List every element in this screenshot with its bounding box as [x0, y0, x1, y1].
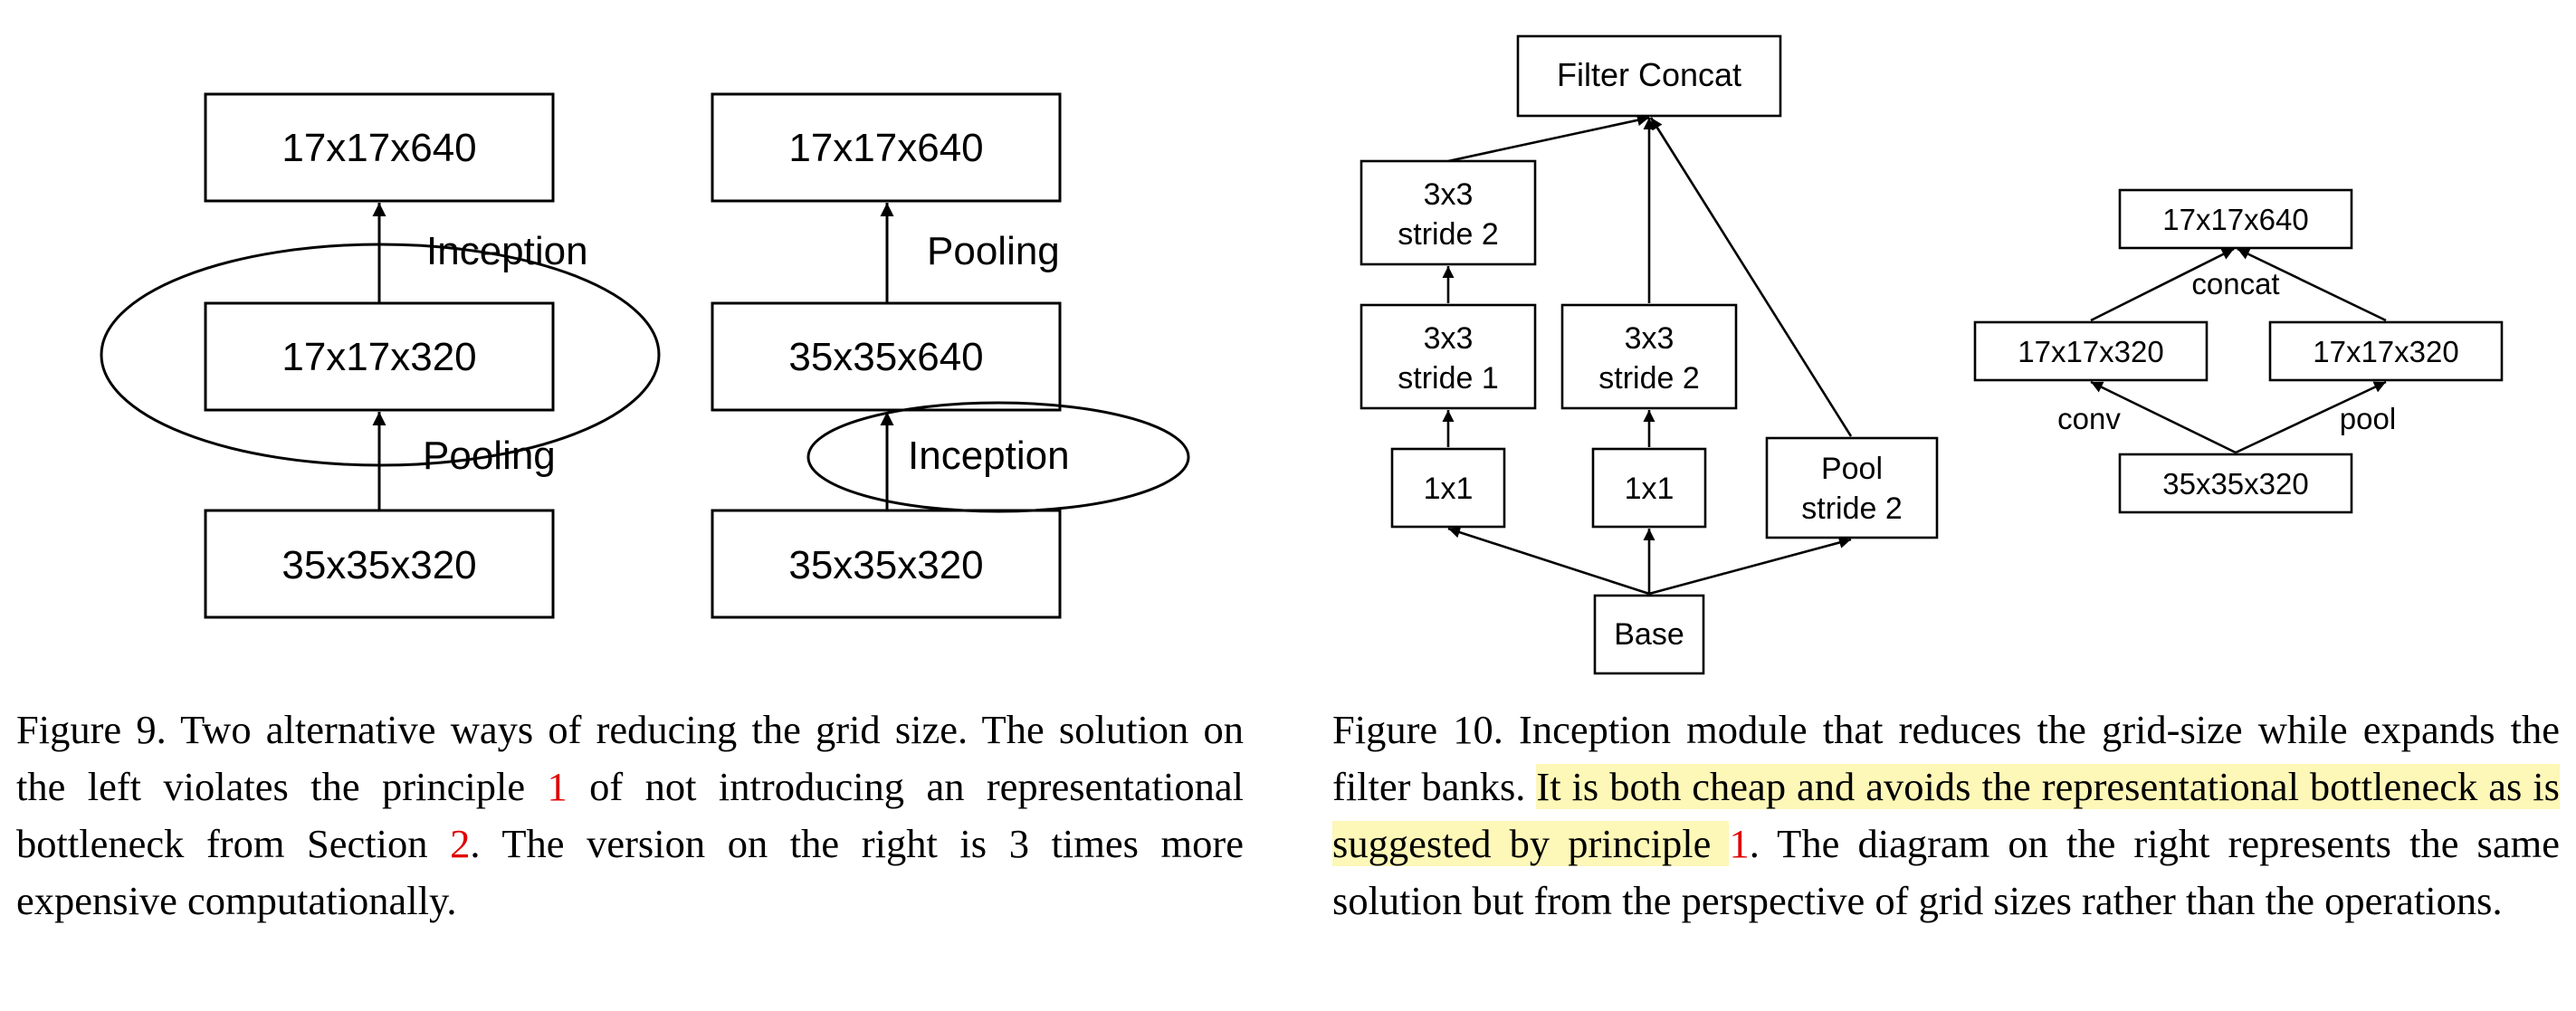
fig10-b2-top-box: [1560, 303, 1738, 410]
fig10-base-box: [1593, 594, 1705, 675]
fig10-right-right-box: [2268, 320, 2504, 382]
fig10-b2-bottom-box: [1591, 447, 1707, 529]
fig10-right-concat-label: concat: [2191, 267, 2279, 300]
fig10-filter-concat-box: [1516, 34, 1782, 118]
fig10-right-diagram: 17x17x640 concat 17x17x320 17x17x320 con…: [1973, 188, 2504, 514]
fig10-right-top-box-label: 17x17x640: [2162, 203, 2308, 236]
figure9-caption-ref-section[interactable]: 2: [450, 821, 471, 866]
fig9-left-upper-label: Inception: [426, 229, 588, 273]
fig9-left-inception-ellipse: [100, 243, 661, 467]
fig9-right-top-box: [711, 92, 1062, 203]
figure9-caption-text-2: of not introducing an rep­resentational …: [16, 764, 1244, 866]
fig10-b1-top-box: [1360, 159, 1537, 266]
fig10-right-left-box: [1973, 320, 2209, 382]
fig10-left-arrows: [1442, 114, 1853, 596]
fig10-right-bottom-box-label: 35x35x320: [2162, 467, 2308, 501]
fig9-right-lower-label: Inception: [908, 434, 1070, 478]
fig9-right-mid-box-label: 35x35x640: [788, 335, 983, 379]
figure9-caption-text-1: Figure 9. Two alternative ways of reduci…: [16, 707, 1244, 809]
fig10-b1-mid-box: [1360, 303, 1537, 410]
fig10-left-diagram: Filter Concat 3x3 stride 2 3x3 stride 1 …: [1360, 34, 1939, 675]
figures-canvas: 17x17x640 17x17x320 35x35x320 Inception …: [100, 34, 2504, 675]
fig10-right-conv-label: conv: [2057, 402, 2121, 435]
fig10-right-arrows: [2090, 247, 2387, 454]
fig9-right-diagram: 17x17x640 35x35x640 35x35x320 Pooling In…: [711, 92, 1190, 619]
fig10-pool-line2: stride 2: [1801, 491, 1903, 526]
fig9-right-bottom-box-label: 35x35x320: [788, 543, 983, 587]
fig9-left-top-box-label: 17x17x640: [281, 126, 476, 170]
figure10-caption: Figure 10. Inception module that reduces…: [1332, 701, 2560, 930]
fig10-filter-concat-label: Filter Concat: [1557, 56, 1741, 93]
figure9-caption-ref-principle[interactable]: 1: [547, 764, 568, 809]
fig10-pool-line1: Pool: [1821, 452, 1883, 486]
figure10-caption-text-2: . The diagram on the right represents th…: [1332, 821, 2560, 923]
fig9-left-mid-box: [204, 301, 555, 412]
fig10-pool-box: [1765, 436, 1939, 539]
fig10-b1-bottom-label: 1x1: [1424, 472, 1474, 506]
fig10-right-pool-label: pool: [2340, 402, 2396, 435]
fig10-b1-mid-line1: 3x3: [1424, 321, 1474, 356]
fig9-left-lower-label: Pooling: [423, 434, 556, 478]
figure9-caption: Figure 9. Two alternative ways of reduci…: [16, 701, 1244, 930]
fig9-left-diagram: 17x17x640 17x17x320 35x35x320 Inception …: [100, 92, 661, 619]
fig9-left-mid-box-label: 17x17x320: [281, 335, 476, 379]
fig10-b2-top-line1: 3x3: [1625, 321, 1674, 356]
fig9-right-upper-label: Pooling: [927, 229, 1060, 273]
fig9-right-top-box-label: 17x17x640: [788, 126, 983, 170]
fig10-b2-bottom-label: 1x1: [1625, 472, 1674, 506]
fig10-right-top-box: [2118, 188, 2353, 250]
figure10-caption-text-1: Figure 10. Inception module that reduces…: [1332, 707, 2560, 809]
fig10-right-bottom-box: [2118, 453, 2353, 514]
fig10-b1-top-line1: 3x3: [1424, 177, 1474, 212]
fig10-b2-top-line2: stride 2: [1598, 361, 1700, 396]
fig9-right-inception-ellipse: [806, 401, 1190, 513]
fig9-right-bottom-box: [711, 509, 1062, 619]
figure10-caption-ref-principle[interactable]: 1: [1729, 821, 1750, 866]
fig9-right-mid-box: [711, 301, 1062, 412]
figure9-caption-text-3: . The version on the right is 3 times mo…: [16, 821, 1244, 923]
fig10-b1-bottom-box: [1390, 447, 1506, 529]
fig9-left-top-box: [204, 92, 555, 203]
fig10-right-left-box-label: 17x17x320: [2018, 335, 2163, 368]
fig10-right-right-box-label: 17x17x320: [2313, 335, 2458, 368]
fig10-base-label: Base: [1614, 617, 1684, 652]
fig10-b1-mid-line2: stride 1: [1398, 361, 1499, 396]
fig9-left-bottom-box-label: 35x35x320: [281, 543, 476, 587]
fig9-left-bottom-box: [204, 509, 555, 619]
fig10-b1-top-line2: stride 2: [1398, 217, 1499, 252]
